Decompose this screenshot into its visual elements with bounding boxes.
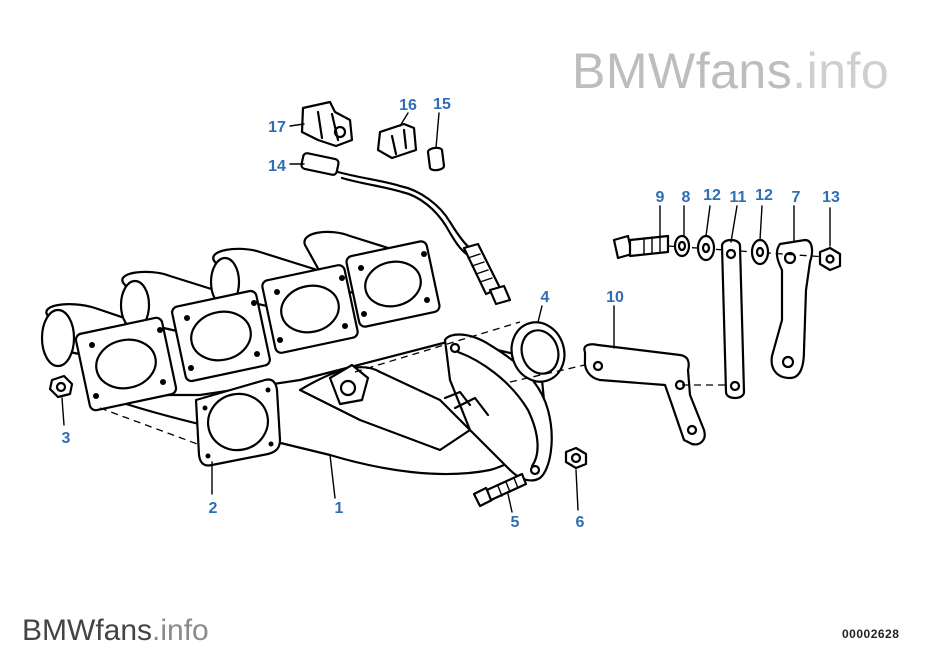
exhaust-manifold[interactable] — [40, 230, 553, 482]
diagram-id: 00002628 — [842, 627, 900, 641]
callout-2: 2 — [209, 500, 218, 517]
callout-14: 14 — [268, 158, 286, 175]
callout-labels: 1 2 3 4 5 6 7 8 9 10 11 12 12 13 14 15 1… — [62, 96, 840, 531]
callout-17: 17 — [268, 119, 286, 136]
rubber-grommet[interactable] — [426, 146, 446, 172]
mounting-bracket[interactable] — [770, 238, 814, 380]
cable-clip-holder[interactable] — [300, 100, 354, 148]
callout-12-right: 12 — [755, 187, 773, 204]
flat-washer-left[interactable] — [696, 234, 716, 262]
hex-bolt[interactable] — [472, 472, 528, 508]
callout-1: 1 — [335, 500, 344, 517]
hex-nut[interactable] — [564, 446, 588, 470]
bracket-nut[interactable] — [818, 246, 842, 272]
callout-5: 5 — [511, 514, 520, 531]
callout-3: 3 — [62, 430, 71, 447]
support-bracket[interactable] — [583, 343, 706, 446]
port-flange-3 — [261, 264, 359, 354]
callout-10: 10 — [606, 289, 624, 306]
watermark-top-suffix: .info — [792, 43, 890, 99]
outlet-gasket-ring[interactable] — [504, 315, 572, 388]
callout-7: 7 — [792, 189, 801, 206]
spring-washer[interactable] — [673, 234, 691, 258]
watermark-bottom: BMWfans.info — [22, 614, 209, 648]
callout-11: 11 — [730, 189, 747, 206]
watermark-top-brand: BMWfans — [572, 43, 793, 99]
port-flange-1 — [74, 316, 178, 412]
port-flange-4 — [345, 240, 441, 328]
watermark-bottom-brand: BMWfans — [22, 614, 153, 647]
manifold-nut[interactable] — [48, 374, 74, 399]
callout-6: 6 — [576, 514, 585, 531]
leader-lines — [61, 112, 831, 513]
port-flange-2 — [171, 289, 271, 383]
callout-16: 16 — [399, 97, 417, 114]
callout-8: 8 — [682, 189, 691, 206]
callout-13: 13 — [822, 189, 840, 206]
cable-clamp[interactable] — [376, 122, 418, 160]
watermark-bottom-suffix: .info — [152, 614, 209, 647]
flat-washer-right[interactable] — [750, 238, 770, 266]
gasket-alignment-line — [99, 407, 201, 446]
oxygen-sensor[interactable] — [300, 152, 512, 306]
port-gasket[interactable] — [194, 378, 282, 467]
callout-9: 9 — [656, 189, 665, 206]
watermark-top: BMWfans.info — [572, 42, 889, 100]
callout-15: 15 — [433, 96, 451, 113]
callout-12-left: 12 — [703, 187, 721, 204]
callout-4: 4 — [541, 289, 550, 306]
bracket-bolt[interactable] — [612, 234, 670, 260]
bracket-alignment-line — [509, 361, 599, 383]
support-strap[interactable] — [720, 238, 746, 400]
sensor-alignment-line — [354, 321, 521, 373]
